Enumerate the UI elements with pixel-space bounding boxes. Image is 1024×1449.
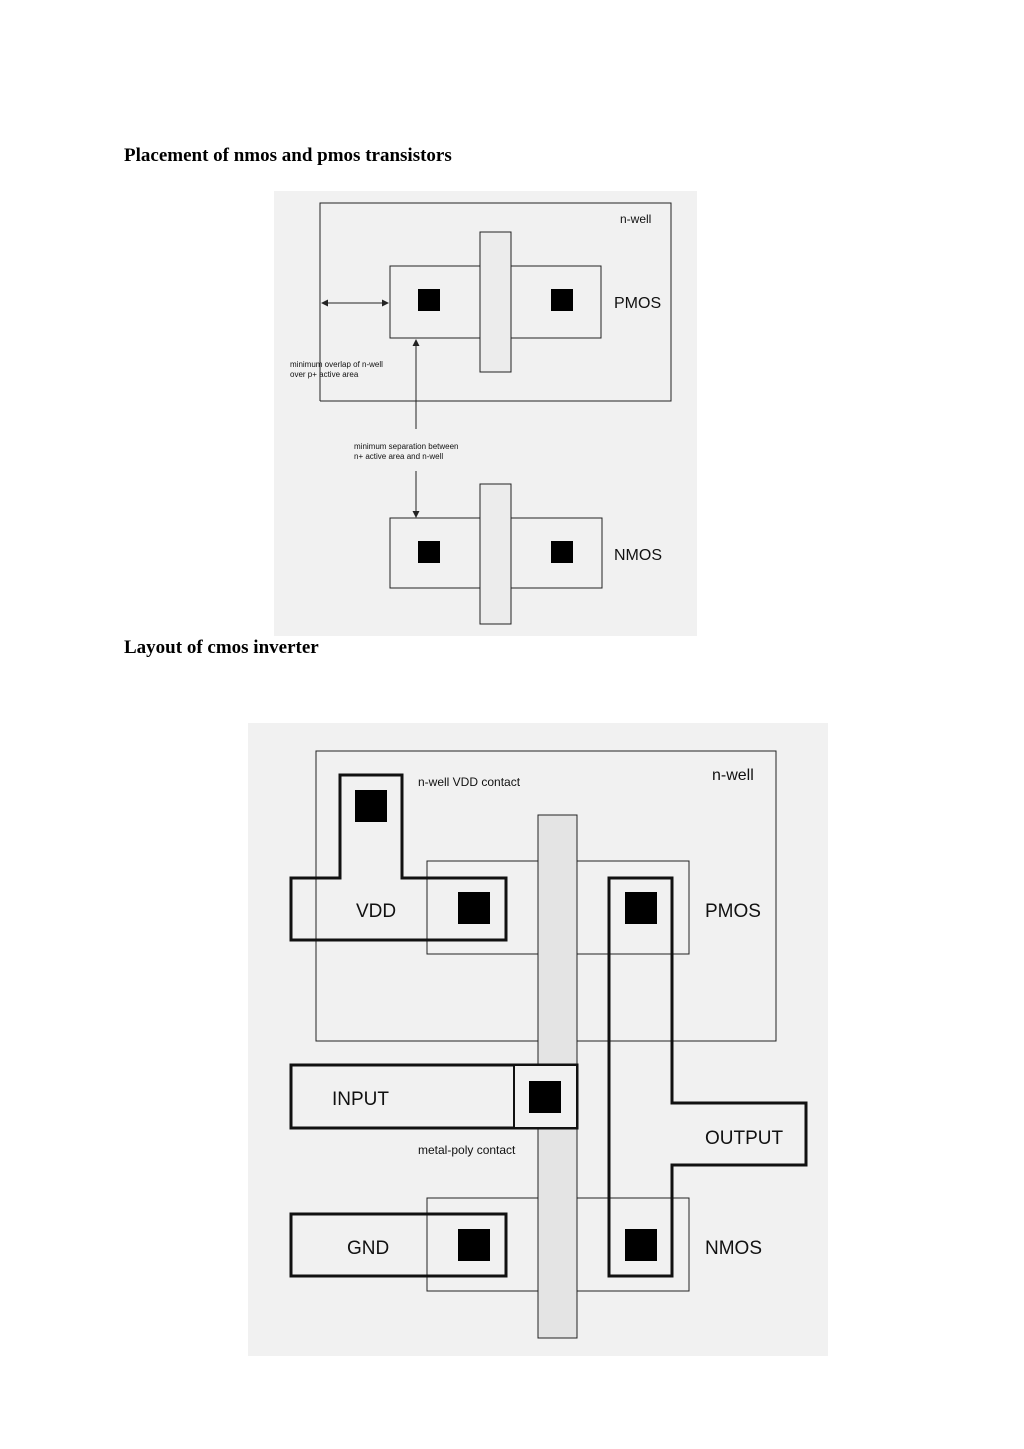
pmos-source-contact [458,892,490,924]
n-well-label: n-well [712,767,754,784]
separation-note-line-2: n+ active area and n-well [354,452,443,461]
nmos-poly-gate [479,483,512,625]
n-well-label: n-well [620,212,651,226]
nmos-contact-left [418,541,440,563]
pmos-label: PMOS [614,295,661,312]
gnd-label: GND [347,1238,389,1259]
nmos-drain-contact [625,1229,657,1261]
overlap-note-line-1: minimum overlap of n-well [290,360,383,369]
overlap-note-line-2: over p+ active area [290,370,359,379]
nmos-label: NMOS [614,547,662,564]
vdd-metal-line [289,773,508,942]
n-well-outline [319,202,672,402]
pmos-contact-right [551,289,573,311]
pmos-contact-left [418,289,440,311]
n-well-vdd-contact-label: n-well VDD contact [418,775,521,789]
metal-poly-contact [529,1081,561,1113]
nmos-source-contact [458,1229,490,1261]
separation-note-line-1: minimum separation between [354,442,459,451]
vdd-label: VDD [356,901,396,922]
pmos-label: PMOS [705,901,761,922]
cmos-inverter-layout-figure: n-well n-well VDD contact VDD PMOS OUTPU… [248,723,828,1356]
pmos-drain-contact [625,892,657,924]
nmos-label: NMOS [705,1238,762,1259]
input-label: INPUT [332,1089,389,1110]
section-heading-placement: Placement of nmos and pmos transistors [124,145,452,166]
output-metal-line [607,876,808,1278]
section-heading-layout: Layout of cmos inverter [124,637,319,658]
output-label: OUTPUT [705,1128,784,1149]
transistor-placement-figure: n-well PMOS minimum overlap of n-well ov… [274,191,697,636]
pmos-poly-gate [479,231,512,373]
metal-poly-contact-label: metal-poly contact [418,1143,516,1157]
n-well-vdd-contact [355,790,387,822]
gnd-metal-line [289,1212,508,1278]
nmos-contact-right [551,541,573,563]
